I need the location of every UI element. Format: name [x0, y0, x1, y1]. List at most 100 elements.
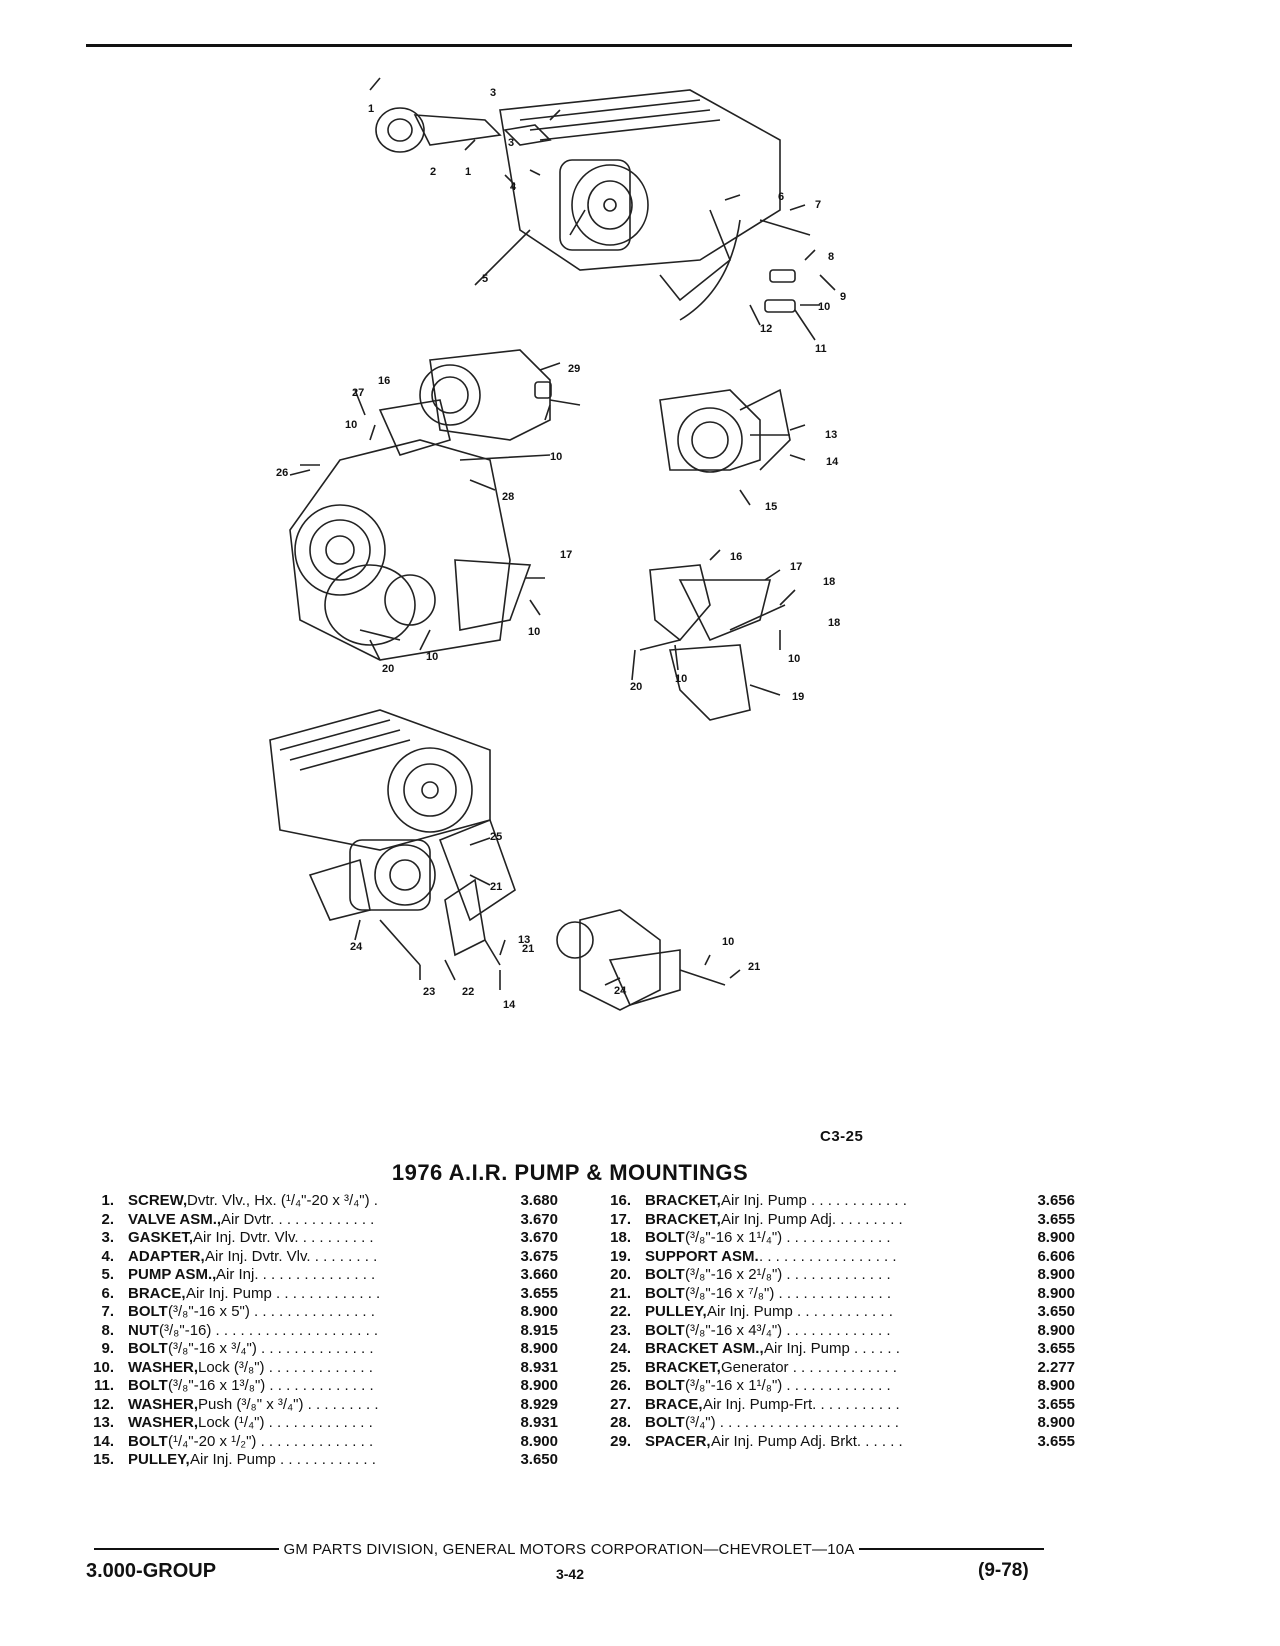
callout-number: 10	[550, 451, 562, 463]
part-description: . . . . . . . . . . . . . . . . .	[759, 1247, 897, 1265]
callout-number: 21	[490, 881, 502, 893]
callout-number: 5	[482, 273, 488, 285]
part-number: 17.	[610, 1210, 631, 1228]
part-name: PUMP ASM.,	[128, 1266, 217, 1283]
callout-number: 10	[345, 419, 357, 431]
part-row: 25.BRACKET, Generator . . . . . . . . . …	[595, 1359, 1075, 1378]
callout-number: 1	[368, 103, 374, 115]
part-description: (³/₈"-16) . . . . . . . . . . . . . . . …	[159, 1321, 379, 1339]
part-row: 26.BOLT (³/₈"-16 x 1¹/₈") . . . . . . . …	[595, 1377, 1075, 1396]
footer-date: (9-78)	[978, 1560, 1029, 1581]
lower-bracket-detail	[556, 909, 726, 1011]
callout-number: 18	[828, 617, 840, 629]
part-row: 2.VALVE ASM., Air Dvtr. . . . . . . . . …	[78, 1211, 558, 1230]
part-description: Air Inj. Pump Adj. Brkt. . . . . .	[711, 1432, 903, 1450]
part-group-code: 8.931	[520, 1358, 558, 1376]
part-row: 22.PULLEY, Air Inj. Pump . . . . . . . .…	[595, 1303, 1075, 1322]
part-name: BRACKET ASM.,	[645, 1340, 764, 1357]
part-number: 6.	[101, 1284, 114, 1302]
part-description: Air Inj. Pump-Frt. . . . . . . . . . .	[703, 1395, 900, 1413]
footer-group: 3.000-GROUP	[86, 1560, 217, 1582]
part-name: BOLT	[645, 1321, 685, 1339]
callout-number: 10	[528, 626, 540, 638]
part-name: SCREW,	[128, 1192, 188, 1209]
part-row: 23.BOLT (³/₈"-16 x 4³/₄") . . . . . . . …	[595, 1322, 1075, 1341]
part-number: 15.	[93, 1451, 114, 1468]
part-description: Air Dvtr. . . . . . . . . . . . .	[221, 1210, 375, 1228]
part-group-code: 6.606	[1037, 1247, 1075, 1265]
part-group-code: 3.656	[1037, 1192, 1075, 1209]
callout-number: 25	[490, 831, 502, 843]
part-row: 15.PULLEY, Air Inj. Pump . . . . . . . .…	[78, 1451, 558, 1470]
part-description: Air Inj. . . . . . . . . . . . . . .	[216, 1266, 376, 1283]
part-name: BRACKET,	[645, 1358, 721, 1376]
part-name: BOLT	[128, 1340, 168, 1357]
callout-number: 19	[792, 691, 804, 703]
part-name: BRACKET,	[645, 1192, 721, 1209]
callout-number: 10	[426, 651, 438, 663]
callout-number: 26	[276, 467, 288, 479]
part-description: Push (³/₈" x ³/₄") . . . . . . . . .	[198, 1395, 379, 1413]
part-group-code: 2.277	[1037, 1358, 1075, 1376]
parts-list-right: 16.BRACKET, Air Inj. Pump . . . . . . . …	[595, 1192, 1075, 1451]
part-name: BOLT	[645, 1229, 685, 1246]
part-description: (³/₈"-16 x 1¹/₄") . . . . . . . . . . . …	[685, 1229, 891, 1246]
part-group-code: 3.650	[520, 1451, 558, 1468]
part-number: 29.	[610, 1432, 631, 1450]
callout-number: 21	[748, 961, 760, 973]
part-group-code: 8.915	[520, 1321, 558, 1339]
part-description: Generator . . . . . . . . . . . . .	[721, 1358, 897, 1376]
part-number: 27.	[610, 1395, 631, 1413]
part-group-code: 3.650	[1037, 1303, 1075, 1320]
part-number: 28.	[610, 1414, 631, 1431]
part-number: 9.	[101, 1340, 114, 1357]
part-row: 10.WASHER, Lock (³/₈") . . . . . . . . .…	[78, 1359, 558, 1378]
part-number: 26.	[610, 1377, 631, 1394]
callout-number: 22	[462, 986, 474, 998]
callout-number: 12	[760, 323, 772, 335]
part-description: Dvtr. Vlv., Hx. (¹/₄"-20 x ³/₄") .	[187, 1192, 378, 1209]
part-row: 13.WASHER, Lock (¹/₄") . . . . . . . . .…	[78, 1414, 558, 1433]
part-description: Air Inj. Pump . . . . . . . . . . . .	[721, 1192, 907, 1209]
callout-number: 17	[560, 549, 572, 561]
footer-page-number: 3-42	[555, 1566, 585, 1582]
part-name: NUT	[128, 1321, 159, 1339]
callout-number: 9	[840, 291, 846, 303]
part-number: 12.	[93, 1395, 114, 1413]
part-group-code: 8.931	[520, 1414, 558, 1431]
callout-number: 20	[630, 681, 642, 693]
callout-number: 2	[430, 166, 436, 178]
callout-number: 10	[722, 936, 734, 948]
part-row: 8. NUT (³/₈"-16) . . . . . . . . . . . . …	[78, 1322, 558, 1341]
part-name: ADAPTER,	[128, 1247, 205, 1265]
callout-number: 7	[815, 199, 821, 211]
part-number: 4.	[101, 1247, 114, 1265]
part-description: Air Inj. Pump . . . . . . . . . . . . .	[186, 1284, 381, 1302]
part-number: 11.	[93, 1377, 114, 1394]
callout-number: 14	[826, 456, 839, 468]
callout-number: 8	[828, 251, 834, 263]
callout-number: 15	[765, 501, 777, 513]
part-number: 13.	[93, 1414, 114, 1431]
part-description: (³/₈"-16 x 5") . . . . . . . . . . . . .…	[168, 1303, 375, 1320]
part-description: (³/₈"-16 x 4³/₄") . . . . . . . . . . . …	[685, 1321, 891, 1339]
page-title: 1976 A.I.R. PUMP & MOUNTINGS	[391, 1160, 749, 1185]
part-row: 16.BRACKET, Air Inj. Pump . . . . . . . …	[595, 1192, 1075, 1211]
part-row: 12.WASHER, Push (³/₈" x ³/₄") . . . . . …	[78, 1396, 558, 1415]
part-description: Air Inj. Dvtr. Vlv. . . . . . . . . .	[193, 1229, 374, 1246]
part-number: 22.	[610, 1303, 631, 1320]
part-row: 11.BOLT (³/₈"-16 x 1³/₈") . . . . . . . …	[78, 1377, 558, 1396]
part-group-code: 3.675	[520, 1247, 558, 1265]
part-row: 5.PUMP ASM., Air Inj. . . . . . . . . . …	[78, 1266, 558, 1285]
part-group-code: 3.670	[520, 1229, 558, 1246]
callout-number: 10	[818, 301, 830, 313]
part-group-code: 8.900	[1037, 1414, 1075, 1431]
callout-number: 3	[490, 87, 496, 99]
part-number: 19.	[610, 1247, 631, 1265]
part-number: 14.	[93, 1432, 114, 1450]
part-number: 8.	[101, 1321, 114, 1339]
part-group-code: 3.655	[1037, 1432, 1075, 1450]
part-group-code: 3.680	[520, 1192, 558, 1209]
part-description: (¹/₄"-20 x ¹/₂") . . . . . . . . . . . .…	[168, 1432, 374, 1450]
part-number: 21.	[610, 1284, 631, 1302]
